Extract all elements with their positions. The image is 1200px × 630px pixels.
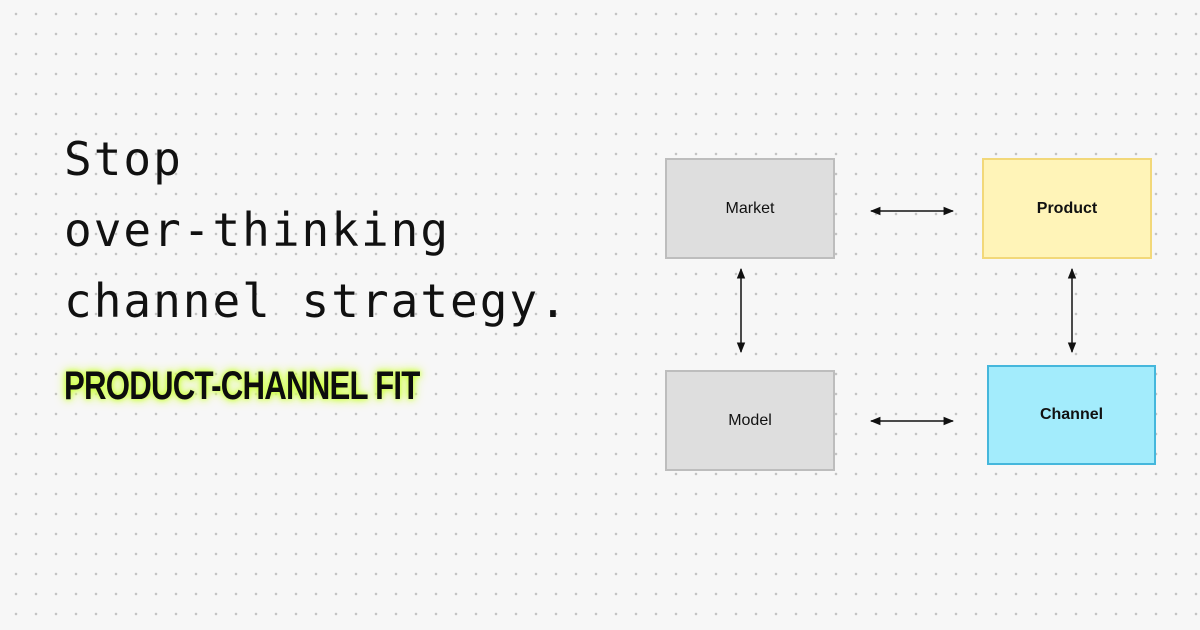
node-channel: Channel [987,365,1156,465]
headline-line-1: Stop [64,132,183,186]
headline-line-2: over-thinking [64,203,451,257]
node-market: Market [665,158,835,259]
tagline: PRODUCT-CHANNEL FIT [64,364,420,408]
headline: Stop over-thinking channel strategy. [64,124,569,337]
node-product: Product [982,158,1152,259]
headline-line-3: channel strategy. [64,274,569,328]
node-model: Model [665,370,835,471]
